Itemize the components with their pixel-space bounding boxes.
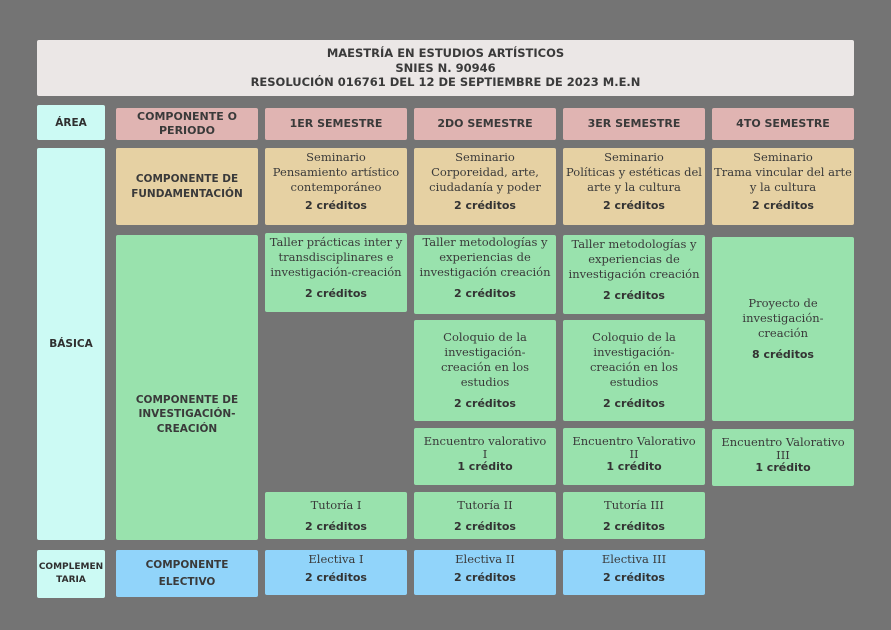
title-line-3: RESOLUCIÓN 016761 DEL 12 DE SEPTIEMBRE D… bbox=[250, 75, 641, 90]
header-semester-4: 4TO SEMESTRE bbox=[712, 108, 854, 140]
course-seminario-s1: Seminario Pensamiento artístico contempo… bbox=[265, 148, 407, 225]
course-encuentro-s3: Encuentro Valorativo II 1 crédito bbox=[563, 428, 705, 485]
component-investigacion-creacion: COMPONENTE DE INVESTIGACIÓN- CREACIÓN bbox=[116, 235, 258, 540]
course-seminario-s4: Seminario Trama vincular del arte y la c… bbox=[712, 148, 854, 225]
course-taller-s3: Taller metodologías y experiencias de in… bbox=[563, 235, 705, 314]
course-electiva-s3: Electiva III 2 créditos bbox=[563, 550, 705, 595]
course-electiva-s2: Electiva II 2 créditos bbox=[414, 550, 556, 595]
course-taller-s1: Taller prácticas inter y transdisciplina… bbox=[265, 233, 407, 312]
area-complementaria: COMPLEMEN TARIA bbox=[37, 550, 105, 598]
course-encuentro-s2: Encuentro valorativo I 1 crédito bbox=[414, 428, 556, 485]
course-coloquio-s2: Coloquio de la investigación- creación e… bbox=[414, 320, 556, 421]
header-area: ÁREA bbox=[37, 105, 105, 140]
title-line-2: SNIES N. 90946 bbox=[395, 60, 496, 75]
area-basica: BÁSICA bbox=[37, 148, 105, 540]
component-electivo: COMPONENTE ELECTIVO bbox=[116, 550, 258, 597]
course-proyecto-s4: Proyecto de investigación- creación 8 cr… bbox=[712, 237, 854, 421]
course-tutoria-s3: Tutoría III 2 créditos bbox=[563, 492, 705, 539]
header-semester-2: 2DO SEMESTRE bbox=[414, 108, 556, 140]
course-taller-s2: Taller metodologías y experiencias de in… bbox=[414, 235, 556, 314]
title-line-1: MAESTRÍA EN ESTUDIOS ARTÍSTICOS bbox=[326, 46, 565, 61]
course-coloquio-s3: Coloquio de la investigación- creación e… bbox=[563, 320, 705, 421]
program-title: MAESTRÍA EN ESTUDIOS ARTÍSTICOS SNIES N.… bbox=[37, 40, 854, 96]
header-semester-3: 3ER SEMESTRE bbox=[563, 108, 705, 140]
header-semester-1: 1ER SEMESTRE bbox=[265, 108, 407, 140]
course-seminario-s2: Seminario Corporeidad, arte, ciudadanía … bbox=[414, 148, 556, 225]
course-seminario-s3: Seminario Políticas y estéticas del arte… bbox=[563, 148, 705, 225]
header-componente: COMPONENTE O PERIODO bbox=[116, 108, 258, 140]
course-tutoria-s2: Tutoría II 2 créditos bbox=[414, 492, 556, 539]
course-tutoria-s1: Tutoría I 2 créditos bbox=[265, 492, 407, 539]
course-encuentro-s4: Encuentro Valorativo III 1 crédito bbox=[712, 429, 854, 486]
course-electiva-s1: Electiva I 2 créditos bbox=[265, 550, 407, 595]
component-fundamentacion: COMPONENTE DE FUNDAMENTACIÓN bbox=[116, 148, 258, 225]
